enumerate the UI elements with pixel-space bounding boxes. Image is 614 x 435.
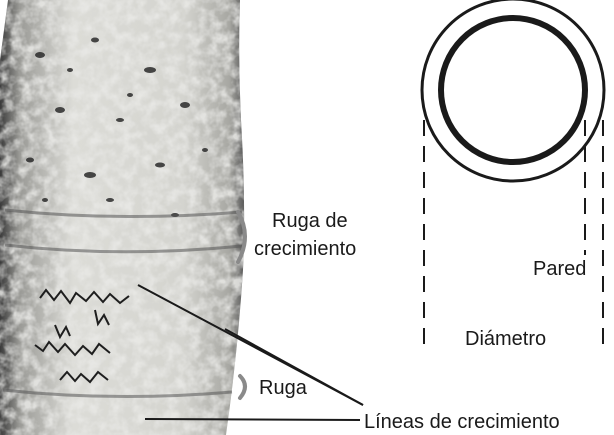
label-ruga: Ruga bbox=[259, 377, 308, 399]
cross-section bbox=[422, 0, 604, 181]
outer-wall-circle bbox=[422, 0, 604, 181]
inner-wall-circle bbox=[441, 18, 585, 162]
label-diametro: Diámetro bbox=[465, 328, 546, 350]
label-lineas-de-crecimiento: Líneas de crecimiento bbox=[364, 411, 560, 433]
label-pared: Pared bbox=[533, 258, 586, 280]
label-crecimiento: crecimiento bbox=[254, 238, 356, 260]
ruga-bracket bbox=[240, 376, 245, 398]
label-ruga-de: Ruga de bbox=[272, 210, 348, 232]
fossil-photo bbox=[0, 0, 244, 435]
